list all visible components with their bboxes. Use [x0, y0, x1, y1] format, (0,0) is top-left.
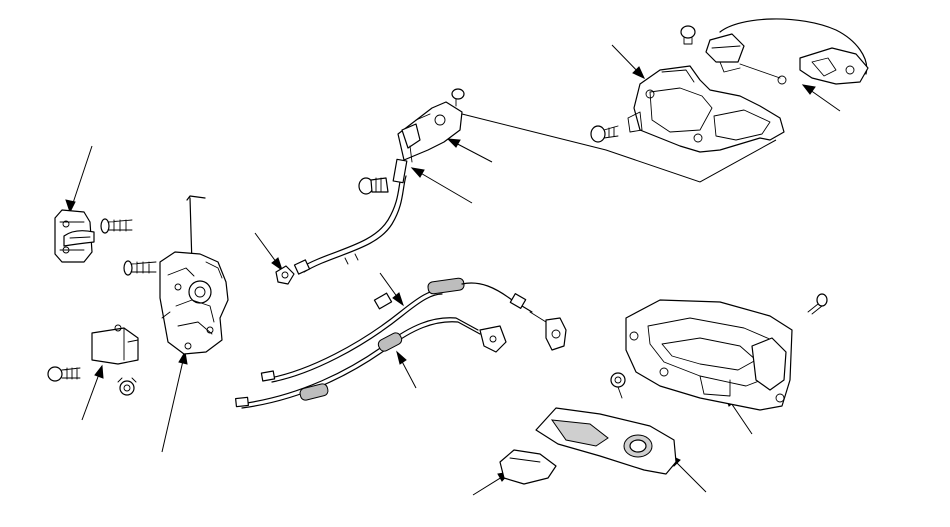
outer-handle-bracket: [397, 88, 465, 163]
inner-handle-cable-upper: [269, 277, 567, 383]
striker-bolts: [100, 218, 157, 276]
arrowhead-frame: [632, 66, 646, 80]
arrowhead-cable-lower: [396, 350, 407, 365]
inner-handle-bezel: [535, 407, 677, 475]
outer-handle: [680, 18, 869, 85]
arrowhead-bracket: [446, 138, 461, 148]
arrowhead-striker: [65, 199, 76, 214]
leader-striker: [69, 145, 93, 213]
inner-handle-cable-lower: [235, 317, 507, 409]
arrowhead-outer-handle: [801, 84, 816, 95]
lock-knob-rod-clip: [275, 265, 295, 285]
inner-handle-assembly: [625, 299, 793, 411]
arrowhead-actuator: [94, 364, 104, 379]
leader-latch: [161, 351, 186, 453]
self-tapping-screw: [590, 125, 619, 143]
handle-trim-cover: [499, 449, 557, 485]
outer-handle-cable: [293, 158, 408, 275]
assembly-reference-line: [461, 113, 777, 183]
arrowhead-outer-cable: [410, 167, 425, 178]
arrowhead-clip: [271, 257, 283, 272]
outer-handle-frame: [627, 65, 785, 153]
door-striker: [54, 209, 95, 263]
inner-handle-screws: [610, 293, 828, 399]
door-latch-assembly: [159, 195, 229, 355]
latch-screws: [47, 366, 137, 396]
latch-actuator-cover: [91, 324, 139, 365]
arrowhead-cable-upper: [392, 292, 404, 307]
arrowhead-latch: [178, 350, 188, 365]
handle-cap-bolt: [358, 177, 389, 195]
